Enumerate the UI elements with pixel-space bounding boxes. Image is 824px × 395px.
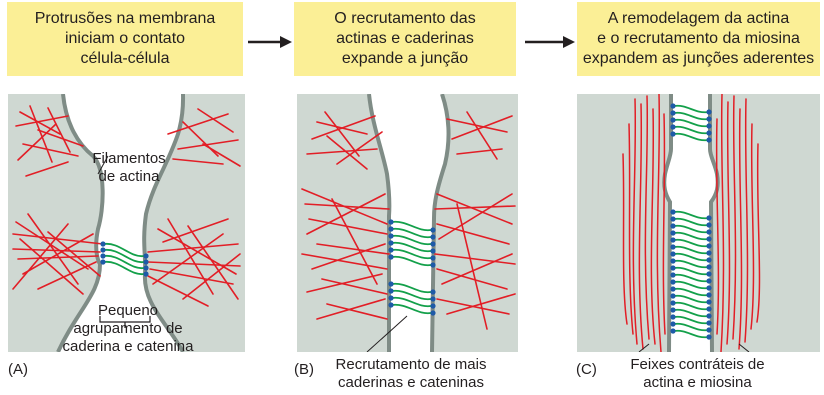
cadherin-links [673, 104, 709, 339]
contractile-bundles-label: Feixes contráteis de actina e miosina [630, 356, 765, 391]
membrane-left [367, 94, 392, 352]
leader-line [638, 343, 650, 352]
membrane-left [662, 94, 673, 352]
panel-a-diagram: Filamentos de actina [8, 94, 245, 352]
catenin-complexes [670, 103, 712, 340]
panel-b-illustration [301, 94, 516, 352]
panel-c-diagram [577, 94, 820, 352]
panel-a-letter: (A) [8, 361, 28, 378]
panel-a-illustration [12, 94, 241, 352]
leader-line [97, 155, 109, 175]
cadherin-cluster-label: Pequeno agrupamento de caderina e cateni… [62, 302, 194, 355]
arrow-right-icon [248, 36, 292, 48]
gap-region [369, 94, 449, 352]
arrow-right-icon [525, 36, 575, 48]
bracket [99, 316, 151, 328]
panel-c-illustration [622, 94, 761, 352]
step-c-caption-text: A remodelagem da actina e o recrutamento… [582, 10, 815, 67]
panel-b-letter: (B) [294, 361, 314, 378]
catenin-complexes [388, 219, 436, 316]
recruitment-label: Recrutamento de mais caderinas e catenin… [335, 356, 487, 391]
catenin-complexes [100, 241, 149, 277]
membrane-left [56, 94, 105, 352]
step-b-caption: O recrutamento das actinas e caderinas e… [294, 2, 516, 76]
gap-region [58, 94, 184, 352]
leader-line [738, 343, 750, 352]
actin-filaments [12, 105, 241, 307]
actin-filaments-label: Filamentos de actina [92, 150, 166, 185]
step-c-caption: A remodelagem da actina e o recrutamento… [577, 2, 820, 76]
panel-c-letter: (C) [576, 361, 597, 378]
membrane-right [142, 94, 186, 352]
step-a-caption-text: Protrusões na membrana iniciam o contato… [34, 10, 216, 67]
membrane-right [430, 94, 451, 352]
actin-filaments [301, 111, 516, 330]
step-a-caption: Protrusões na membrana iniciam o contato… [7, 2, 243, 76]
cadherin-links [391, 220, 432, 315]
leader-line [366, 315, 408, 352]
step-b-caption-text: O recrutamento das actinas e caderinas e… [334, 10, 476, 67]
cadherin-links [103, 243, 145, 275]
actin-bundles [622, 94, 761, 352]
panel-b-diagram [297, 94, 518, 352]
